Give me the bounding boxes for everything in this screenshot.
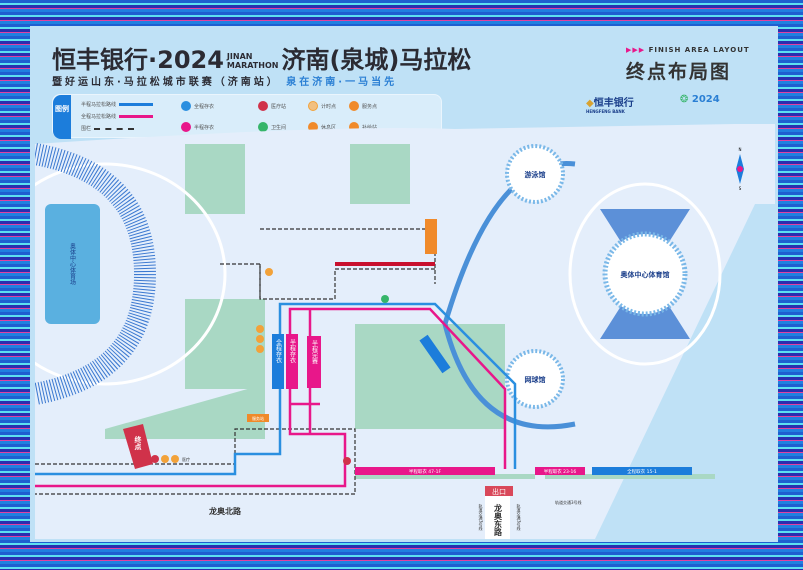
metro-label: 轨道交通3号线 bbox=[555, 499, 582, 505]
clock-icon bbox=[265, 268, 273, 276]
legend-full-route: 全程马拉松路线 bbox=[81, 113, 154, 120]
half-bag-label: 半程存衣 bbox=[289, 338, 296, 364]
medical-icon bbox=[343, 457, 351, 465]
legend-fence: 围栏 bbox=[81, 125, 135, 132]
svg-text:奥体中心体育场: 奥体中心体育场 bbox=[69, 242, 76, 286]
legend-half-route: 半程马拉松路线 bbox=[81, 101, 154, 108]
swim-label: 游泳馆 bbox=[525, 170, 546, 179]
svg-text:N: N bbox=[739, 147, 742, 152]
rest-icon bbox=[256, 335, 264, 343]
legend: 图例 半程马拉松路线 全程马拉松路线 围栏 全程存衣 半程存衣 医疗站 卫生间 … bbox=[52, 94, 442, 139]
legend-full-bag-icon: 全程存衣 bbox=[181, 101, 214, 111]
medical-icon bbox=[151, 455, 159, 463]
finish-en-title: ▶▶▶ FINISH AREA LAYOUT bbox=[626, 46, 750, 54]
event-logo: ❂ 2024 bbox=[680, 94, 720, 105]
legend-supply-icon: 补给站 bbox=[349, 122, 377, 132]
rest-icon bbox=[161, 455, 169, 463]
road-north-label: 龙奥北路 bbox=[208, 506, 242, 516]
stadium: 奥体中心体育场 bbox=[35, 143, 227, 405]
service-station-label: 服务站 bbox=[252, 415, 264, 421]
svg-text:终点: 终点 bbox=[134, 435, 143, 451]
svg-text:医疗: 医疗 bbox=[182, 456, 190, 462]
finish-marker: 终点 bbox=[123, 424, 153, 469]
slogan: 泉在济南·一马当先 bbox=[286, 77, 398, 88]
rest-icon bbox=[256, 325, 264, 333]
compass-icon: N S bbox=[736, 147, 744, 191]
pickup-area-2: 半程取衣 23-16 bbox=[544, 468, 577, 475]
pickup-area-3: 全程取衣 15-1 bbox=[627, 468, 657, 475]
svg-text:出口: 出口 bbox=[492, 487, 506, 496]
full-bag-label: 全程存衣 bbox=[275, 338, 282, 364]
road-east-label: 龙奥东路 bbox=[493, 503, 503, 537]
legend-clock-icon: 计时点 bbox=[308, 101, 336, 111]
legend-toilet-icon: 卫生间 bbox=[258, 122, 286, 132]
tennis-label: 网球馆 bbox=[525, 375, 546, 384]
half-finish-label: 半程完赛 bbox=[311, 339, 318, 365]
toilet-icon bbox=[381, 295, 389, 303]
finish-cn-title: 终点布局图 bbox=[626, 61, 732, 83]
finish-area-map: 奥体中心体育场 奥体中心体育馆 游泳馆 网球馆 全程存衣 半程存衣 半程完赛 服… bbox=[35, 124, 775, 539]
metro-label: 轨道交通3号线 bbox=[479, 503, 484, 531]
exit-sign bbox=[485, 486, 513, 496]
metro-label: 轨道交通3号线 bbox=[517, 503, 522, 531]
rest-icon bbox=[256, 345, 264, 353]
svg-text:S: S bbox=[739, 186, 742, 191]
legend-medical-icon: 医疗站 bbox=[258, 101, 286, 111]
event-subtitle: 暨好运山东·马拉松城市联赛（济南站） 泉在济南·一马当先 bbox=[52, 77, 398, 88]
legend-tag: 图例 bbox=[53, 95, 71, 139]
pickup-area-1: 半程取衣 47-1F bbox=[409, 468, 442, 475]
gym-label: 奥体中心体育馆 bbox=[621, 270, 670, 279]
legend-half-bag-icon: 半程存衣 bbox=[181, 122, 214, 132]
legend-service-icon: 服务点 bbox=[349, 101, 377, 111]
rest-icon bbox=[171, 455, 179, 463]
legend-rest-icon: 休息区 bbox=[308, 122, 336, 132]
